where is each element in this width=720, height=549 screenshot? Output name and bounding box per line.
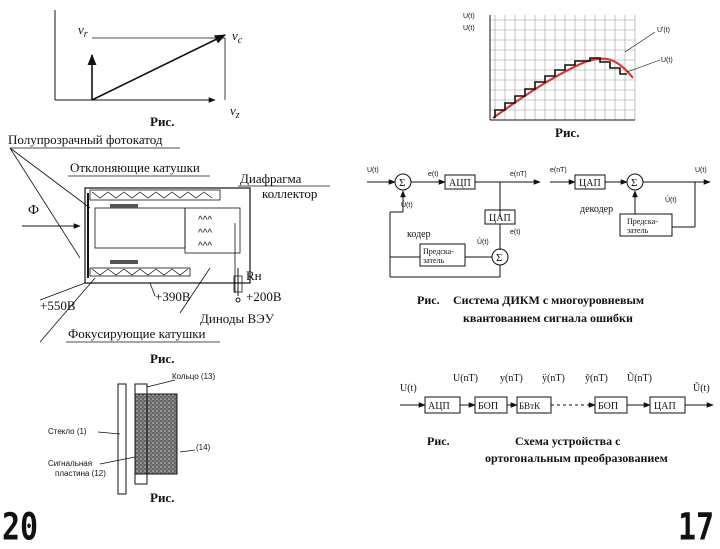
predictor-block-1 <box>419 243 466 267</box>
svg-text:Кольцо (13): Кольцо (13) <box>172 372 215 381</box>
graph-label-top2: U(t) <box>463 25 475 32</box>
plate-diagram: Кольцо (13) Стекло (1) (14) Сигнальная п… <box>48 372 215 505</box>
svg-text:пластина (12): пластина (12) <box>55 469 106 478</box>
svg-text:U(nT): U(nT) <box>453 373 478 384</box>
svg-text:БОП: БОП <box>598 401 618 412</box>
svg-text:Ũ(t): Ũ(t) <box>693 382 710 394</box>
plate-signal <box>134 393 178 475</box>
focus-label: Фокусирующие катушки <box>68 326 206 341</box>
photocathode-label: Полупрозрачный фотокатод <box>8 132 163 147</box>
tube-diagram: Полупрозрачный фотокатод Отклоняющие кат… <box>8 132 330 366</box>
svg-text:БВтК: БВтК <box>519 401 541 411</box>
decoder-label: декодер <box>580 204 613 215</box>
svg-text:^^^: ^^^ <box>198 228 212 239</box>
tube-caption: Рис. <box>150 351 174 366</box>
svg-text:Û(t): Û(t) <box>401 200 413 209</box>
plate-ring-bottom <box>134 473 148 485</box>
predictor-block-2 <box>619 213 673 237</box>
svg-text:Û(t): Û(t) <box>665 195 677 204</box>
orth-caption-label: Рис. <box>427 434 450 448</box>
coder-label: кодер <box>407 229 431 240</box>
svg-text:Стекло (1): Стекло (1) <box>48 427 87 436</box>
page-number-left: 20 <box>2 505 39 549</box>
svg-text:ÿ(nT): ÿ(nT) <box>542 373 565 384</box>
deflect-coil-top <box>89 189 221 201</box>
svg-text:e(nT): e(nT) <box>550 167 567 174</box>
signal-curve <box>492 57 634 119</box>
dpcm-input-label: U(t) <box>367 167 379 174</box>
svg-text:Σ: Σ <box>399 177 405 189</box>
vector-caption: Рис. <box>150 114 174 129</box>
tube-body <box>84 187 251 284</box>
v550-label: +550В <box>40 298 76 313</box>
svg-text:Ũ(nT): Ũ(nT) <box>627 372 652 384</box>
plate-caption: Рис. <box>150 490 174 505</box>
orth-caption-1: Схема устройства с <box>515 434 621 448</box>
svg-text:БОП: БОП <box>478 401 498 412</box>
svg-text:Σ: Σ <box>496 252 502 264</box>
orthogonal-diagram: U(nT) y(nT) ÿ(nT) ỹ(nT) Ũ(nT) Ũ(t) U(t) … <box>400 372 714 465</box>
rn-label: Rн <box>246 268 262 283</box>
dpcm-caption-1: Система ДИКМ с многоуровневым <box>453 293 644 307</box>
diaphragm-label: Диафрагма <box>240 171 302 186</box>
svg-text:ЦАП: ЦАП <box>489 213 511 224</box>
collector-label: коллектор <box>262 186 317 201</box>
quantization-graph: U(t) U(t) U'(t) U(t) Рис. <box>463 13 673 140</box>
vr-label: vr <box>78 22 88 40</box>
svg-text:Σ: Σ <box>631 177 637 189</box>
svg-text:^^^: ^^^ <box>198 215 212 226</box>
svg-text:U(t): U(t) <box>400 383 417 394</box>
svg-text:^^^: ^^^ <box>198 241 212 252</box>
svg-text:e(t): e(t) <box>510 229 521 236</box>
page-number-right: 17 <box>678 505 715 549</box>
svg-text:Û(t): Û(t) <box>477 237 489 246</box>
dpcm-diagram: U(t) Σ e(t) АЦП e(nT) ЦАП кодер Û(t) e(t… <box>367 167 711 325</box>
svg-text:Предска-: Предска- <box>423 247 454 256</box>
graph-caption: Рис. <box>555 125 579 140</box>
vc-label: vc <box>232 28 243 46</box>
svg-text:Сигнальная: Сигнальная <box>48 459 92 468</box>
orth-caption-2: ортогональным преобразованием <box>485 451 668 465</box>
svg-text:затель: затель <box>627 226 649 235</box>
dpcm-caption-label: Рис. <box>417 293 440 307</box>
v390-label: +390В <box>155 289 191 304</box>
dpcm-caption-2: квантованием сигнала ошибки <box>463 311 633 325</box>
plate-outer <box>117 383 127 495</box>
svg-text:U(t): U(t) <box>695 167 707 174</box>
svg-text:e(t): e(t) <box>428 171 439 178</box>
svg-text:АЦП: АЦП <box>449 178 471 189</box>
svg-text:ỹ(nT): ỹ(nT) <box>585 373 608 384</box>
vz-label: vz <box>230 103 240 121</box>
v200-label: +200В <box>246 289 282 304</box>
deflect-label: Отклоняющие катушки <box>70 160 200 175</box>
svg-text:ЦАП: ЦАП <box>579 178 601 189</box>
svg-text:затель: затель <box>423 256 445 265</box>
dynodes-label: Диноды ВЭУ <box>200 311 275 326</box>
svg-text:ЦАП: ЦАП <box>654 401 676 412</box>
svg-text:Предска-: Предска- <box>627 217 658 226</box>
deflect-coil-bottom <box>89 267 191 277</box>
vector-diagram: vr vc vz Рис. <box>54 10 243 129</box>
phi-label: Ф <box>28 203 39 218</box>
svg-text:АЦП: АЦП <box>428 401 450 412</box>
vc-vector <box>91 34 227 101</box>
graph-label-right2: U(t) <box>661 57 673 64</box>
svg-text:y(nT): y(nT) <box>500 373 523 384</box>
graph-label-right1: U'(t) <box>657 27 670 34</box>
svg-text:e(nT): e(nT) <box>510 171 527 178</box>
graph-label-top1: U(t) <box>463 13 475 20</box>
staircase-approx <box>494 57 627 118</box>
plate-ring-top <box>134 383 148 395</box>
svg-text:(14): (14) <box>196 443 211 452</box>
